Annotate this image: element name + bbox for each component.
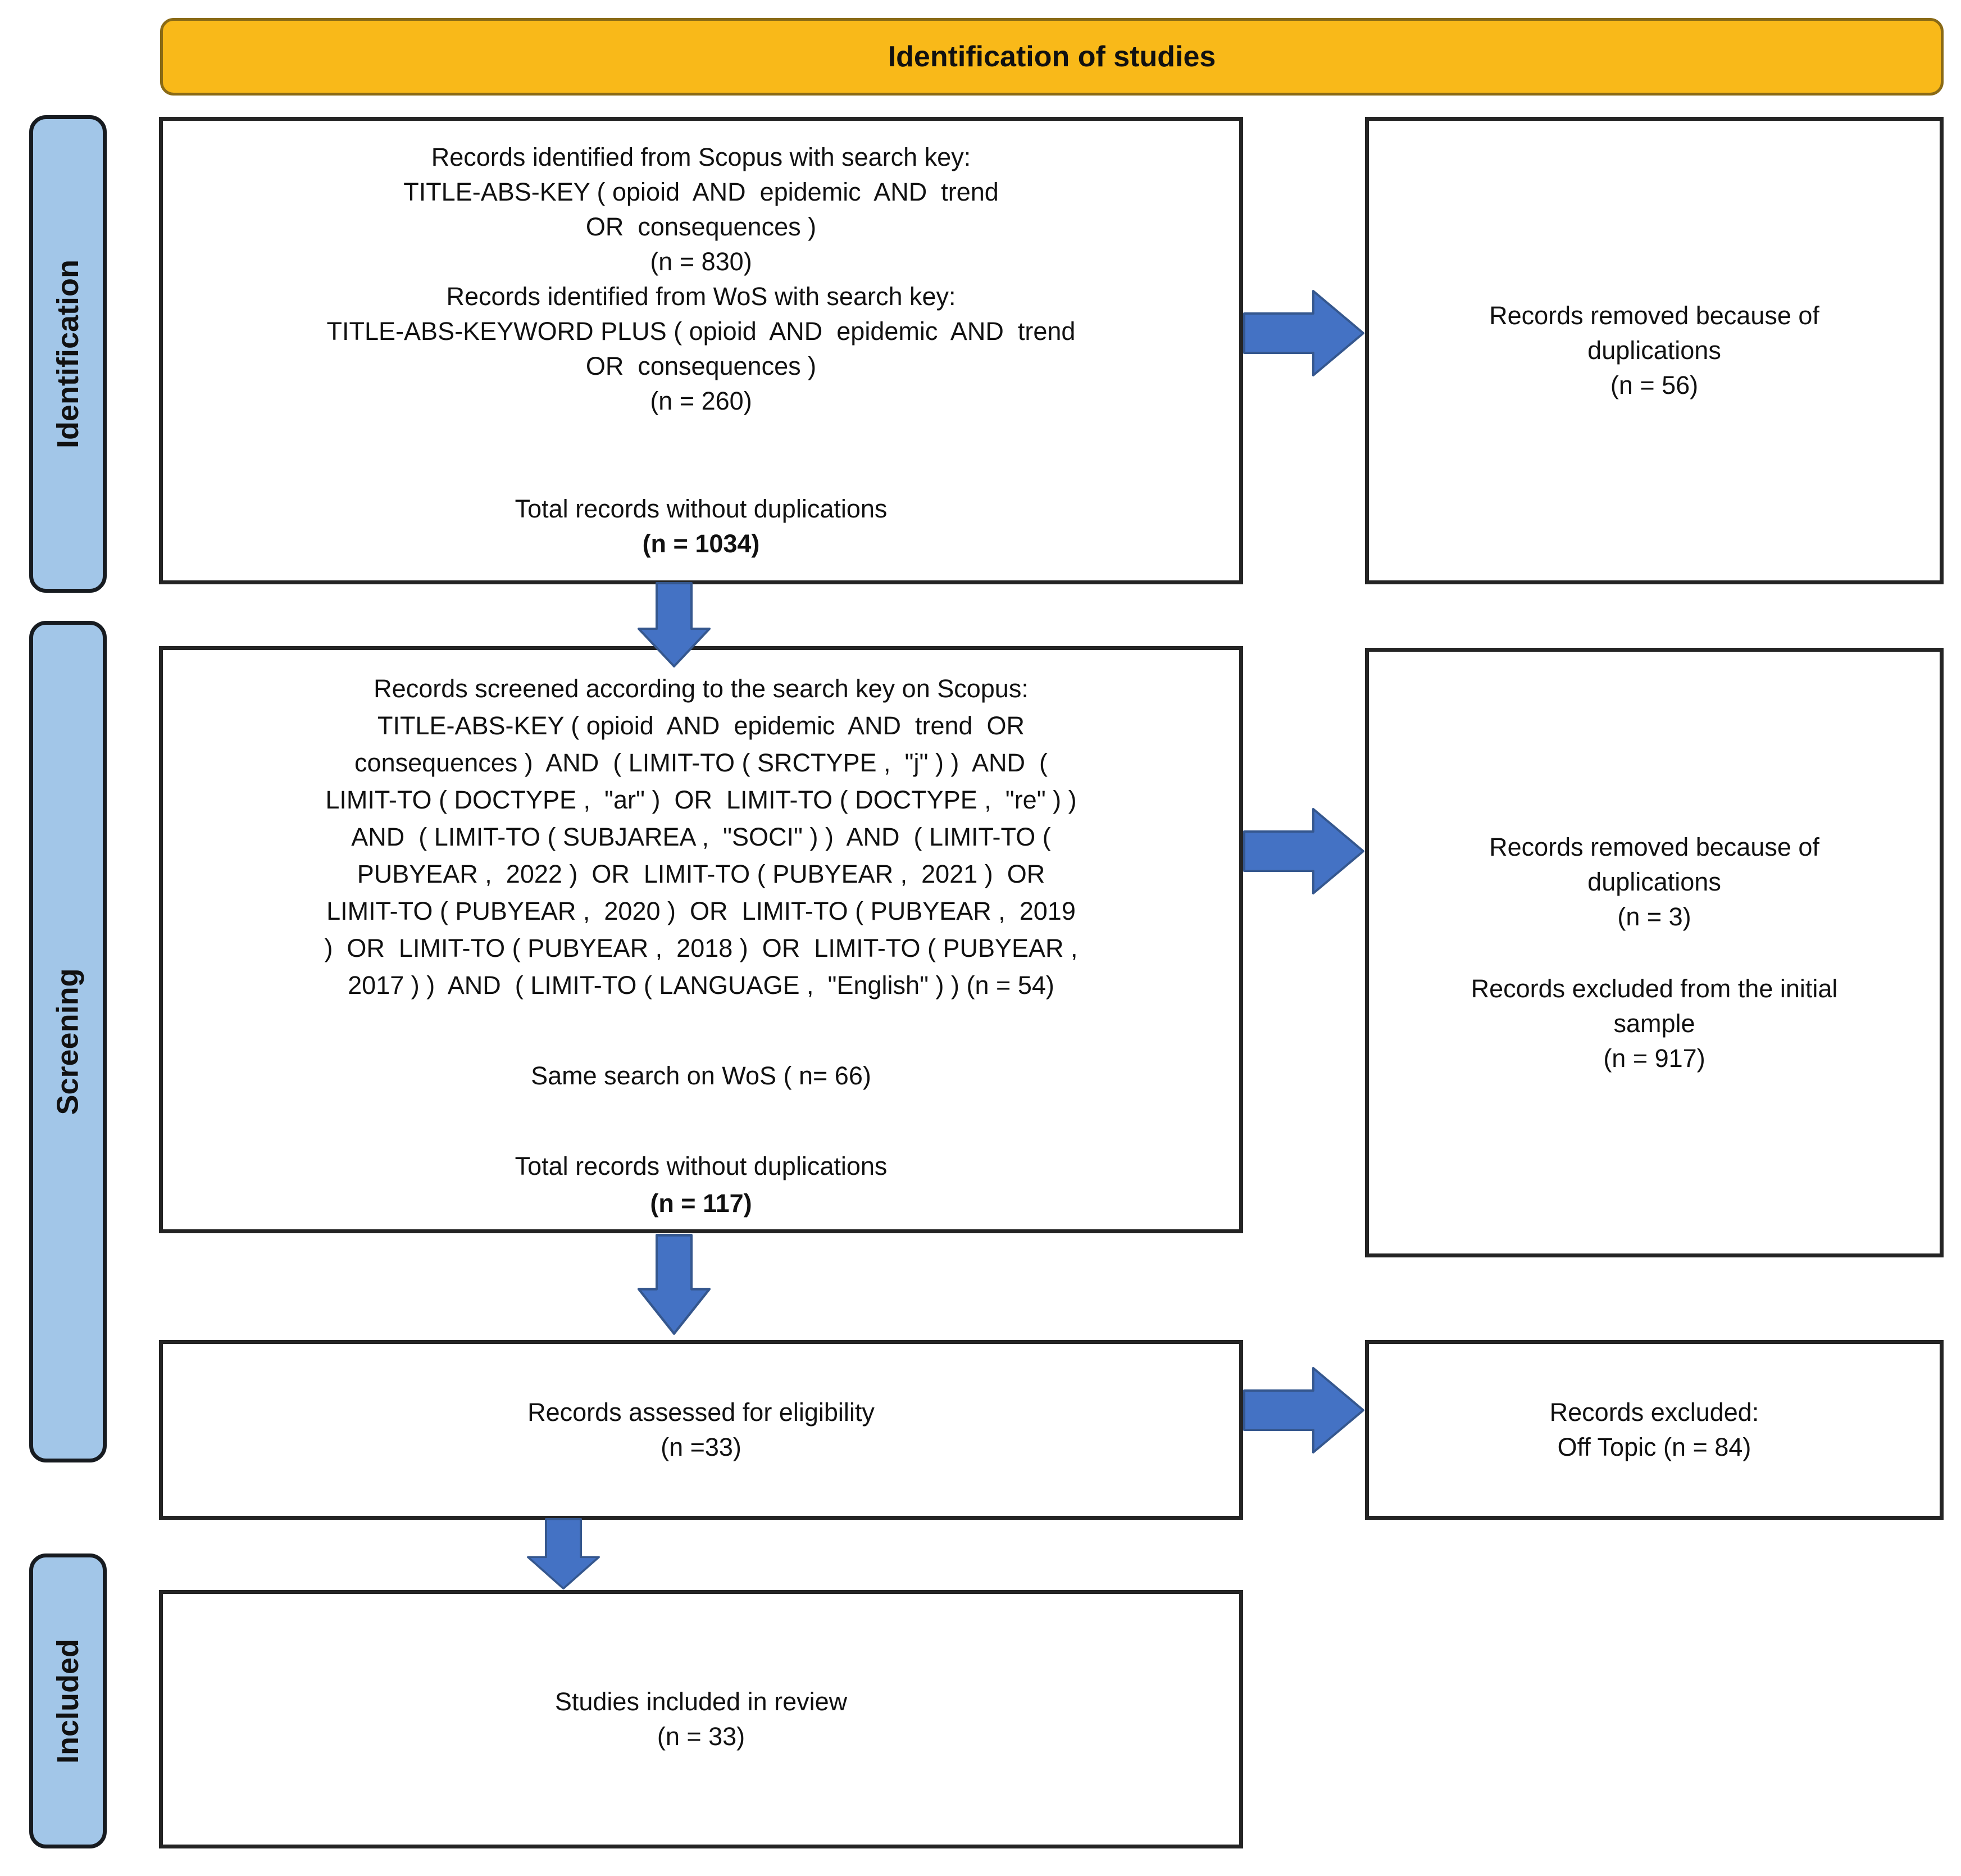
text-line: Records assessed for eligibility <box>527 1398 875 1427</box>
text-line: Records excluded: <box>1549 1398 1759 1427</box>
text-line: (n = 3) <box>1617 902 1691 931</box>
text-line: Records identified from WoS with search … <box>446 282 956 311</box>
down-arrow-icon <box>638 582 711 667</box>
stage-label-screening: Screening <box>29 621 107 1462</box>
stage-label-identification: Identification <box>29 115 107 593</box>
text-line: consequences ) AND ( LIMIT-TO ( SRCTYPE … <box>354 748 1048 777</box>
text-line: PUBYEAR , 2022 ) OR LIMIT-TO ( PUBYEAR ,… <box>357 860 1045 888</box>
stage-label-included-text: Included <box>51 1638 85 1764</box>
text-line: (n = 260) <box>650 387 752 415</box>
spacer <box>163 419 1239 492</box>
text-line: LIMIT-TO ( PUBYEAR , 2020 ) OR LIMIT-TO … <box>326 897 1076 925</box>
text-line: Studies included in review <box>554 1687 848 1716</box>
text-line: (n = 917) <box>1603 1043 1705 1073</box>
text-line: TITLE-ABS-KEY ( opioid AND epidemic AND … <box>377 711 1025 740</box>
header-banner: Identification of studies <box>160 18 1944 96</box>
screening-records-box: Records screened according to the search… <box>159 646 1243 1233</box>
text-line: (n = 830) <box>650 247 752 276</box>
records-assessed-eligibility-box: Records assessed for eligibility (n =33) <box>159 1340 1243 1520</box>
spacer <box>163 1094 1239 1148</box>
text-line: Records removed because of <box>1489 301 1819 330</box>
text-line: Off Topic (n = 84) <box>1557 1433 1751 1461</box>
spacer <box>163 1004 1239 1057</box>
text-line: Records screened according to the search… <box>374 674 1029 703</box>
total-records-label: Total records without duplications <box>515 1152 888 1180</box>
text-line: AND ( LIMIT-TO ( SUBJAREA , "SOCI" ) ) A… <box>351 823 1051 851</box>
header-banner-title: Identification of studies <box>888 40 1216 73</box>
studies-included-box: Studies included in review (n = 33) <box>159 1590 1243 1848</box>
stage-label-included: Included <box>29 1554 107 1848</box>
text-line: Records identified from Scopus with sear… <box>431 143 971 171</box>
text-line: (n =33) <box>661 1433 741 1461</box>
right-arrow-icon <box>1243 285 1366 381</box>
stage-label-identification-text: Identification <box>51 260 85 448</box>
total-records-value: (n = 1034) <box>642 529 760 558</box>
records-removed-excluded-box: Records removed because of duplications … <box>1365 648 1944 1257</box>
identification-records-box: Records identified from Scopus with sear… <box>159 117 1243 584</box>
text-line: LIMIT-TO ( DOCTYPE , "ar" ) OR LIMIT-TO … <box>325 785 1077 814</box>
text-line: (n = 33) <box>657 1722 745 1751</box>
text-line: OR consequences ) <box>585 352 817 380</box>
total-records-value: (n = 117) <box>650 1189 752 1218</box>
right-arrow-icon <box>1243 803 1366 899</box>
text-line: ) OR LIMIT-TO ( PUBYEAR , 2018 ) OR LIMI… <box>324 934 1078 962</box>
text-line: duplications <box>1587 336 1721 365</box>
text-line: (n = 56) <box>1610 371 1699 399</box>
total-records-label: Total records without duplications <box>515 494 888 523</box>
text-line: sample <box>1613 1009 1695 1038</box>
wos-search-line: Same search on WoS ( n= 66) <box>531 1061 871 1090</box>
down-arrow-icon <box>527 1518 600 1589</box>
text-line: Records removed because of <box>1489 832 1819 861</box>
text-line: TITLE-ABS-KEYWORD PLUS ( opioid AND epid… <box>326 317 1076 346</box>
right-arrow-icon <box>1243 1362 1366 1458</box>
text-line: OR consequences ) <box>585 212 817 241</box>
text-line: Records excluded from the initial <box>1471 974 1838 1003</box>
down-arrow-icon <box>638 1234 711 1335</box>
text-line: 2017 ) ) AND ( LIMIT-TO ( LANGUAGE , "En… <box>348 971 1054 1000</box>
text-line: duplications <box>1587 867 1721 896</box>
records-removed-duplications-box: Records removed because of duplications … <box>1365 117 1944 584</box>
records-excluded-offtopic-box: Records excluded: Off Topic (n = 84) <box>1365 1340 1944 1520</box>
spacer <box>1369 934 1940 971</box>
stage-label-screening-text: Screening <box>51 968 85 1115</box>
text-line: TITLE-ABS-KEY ( opioid AND epidemic AND … <box>403 178 999 206</box>
